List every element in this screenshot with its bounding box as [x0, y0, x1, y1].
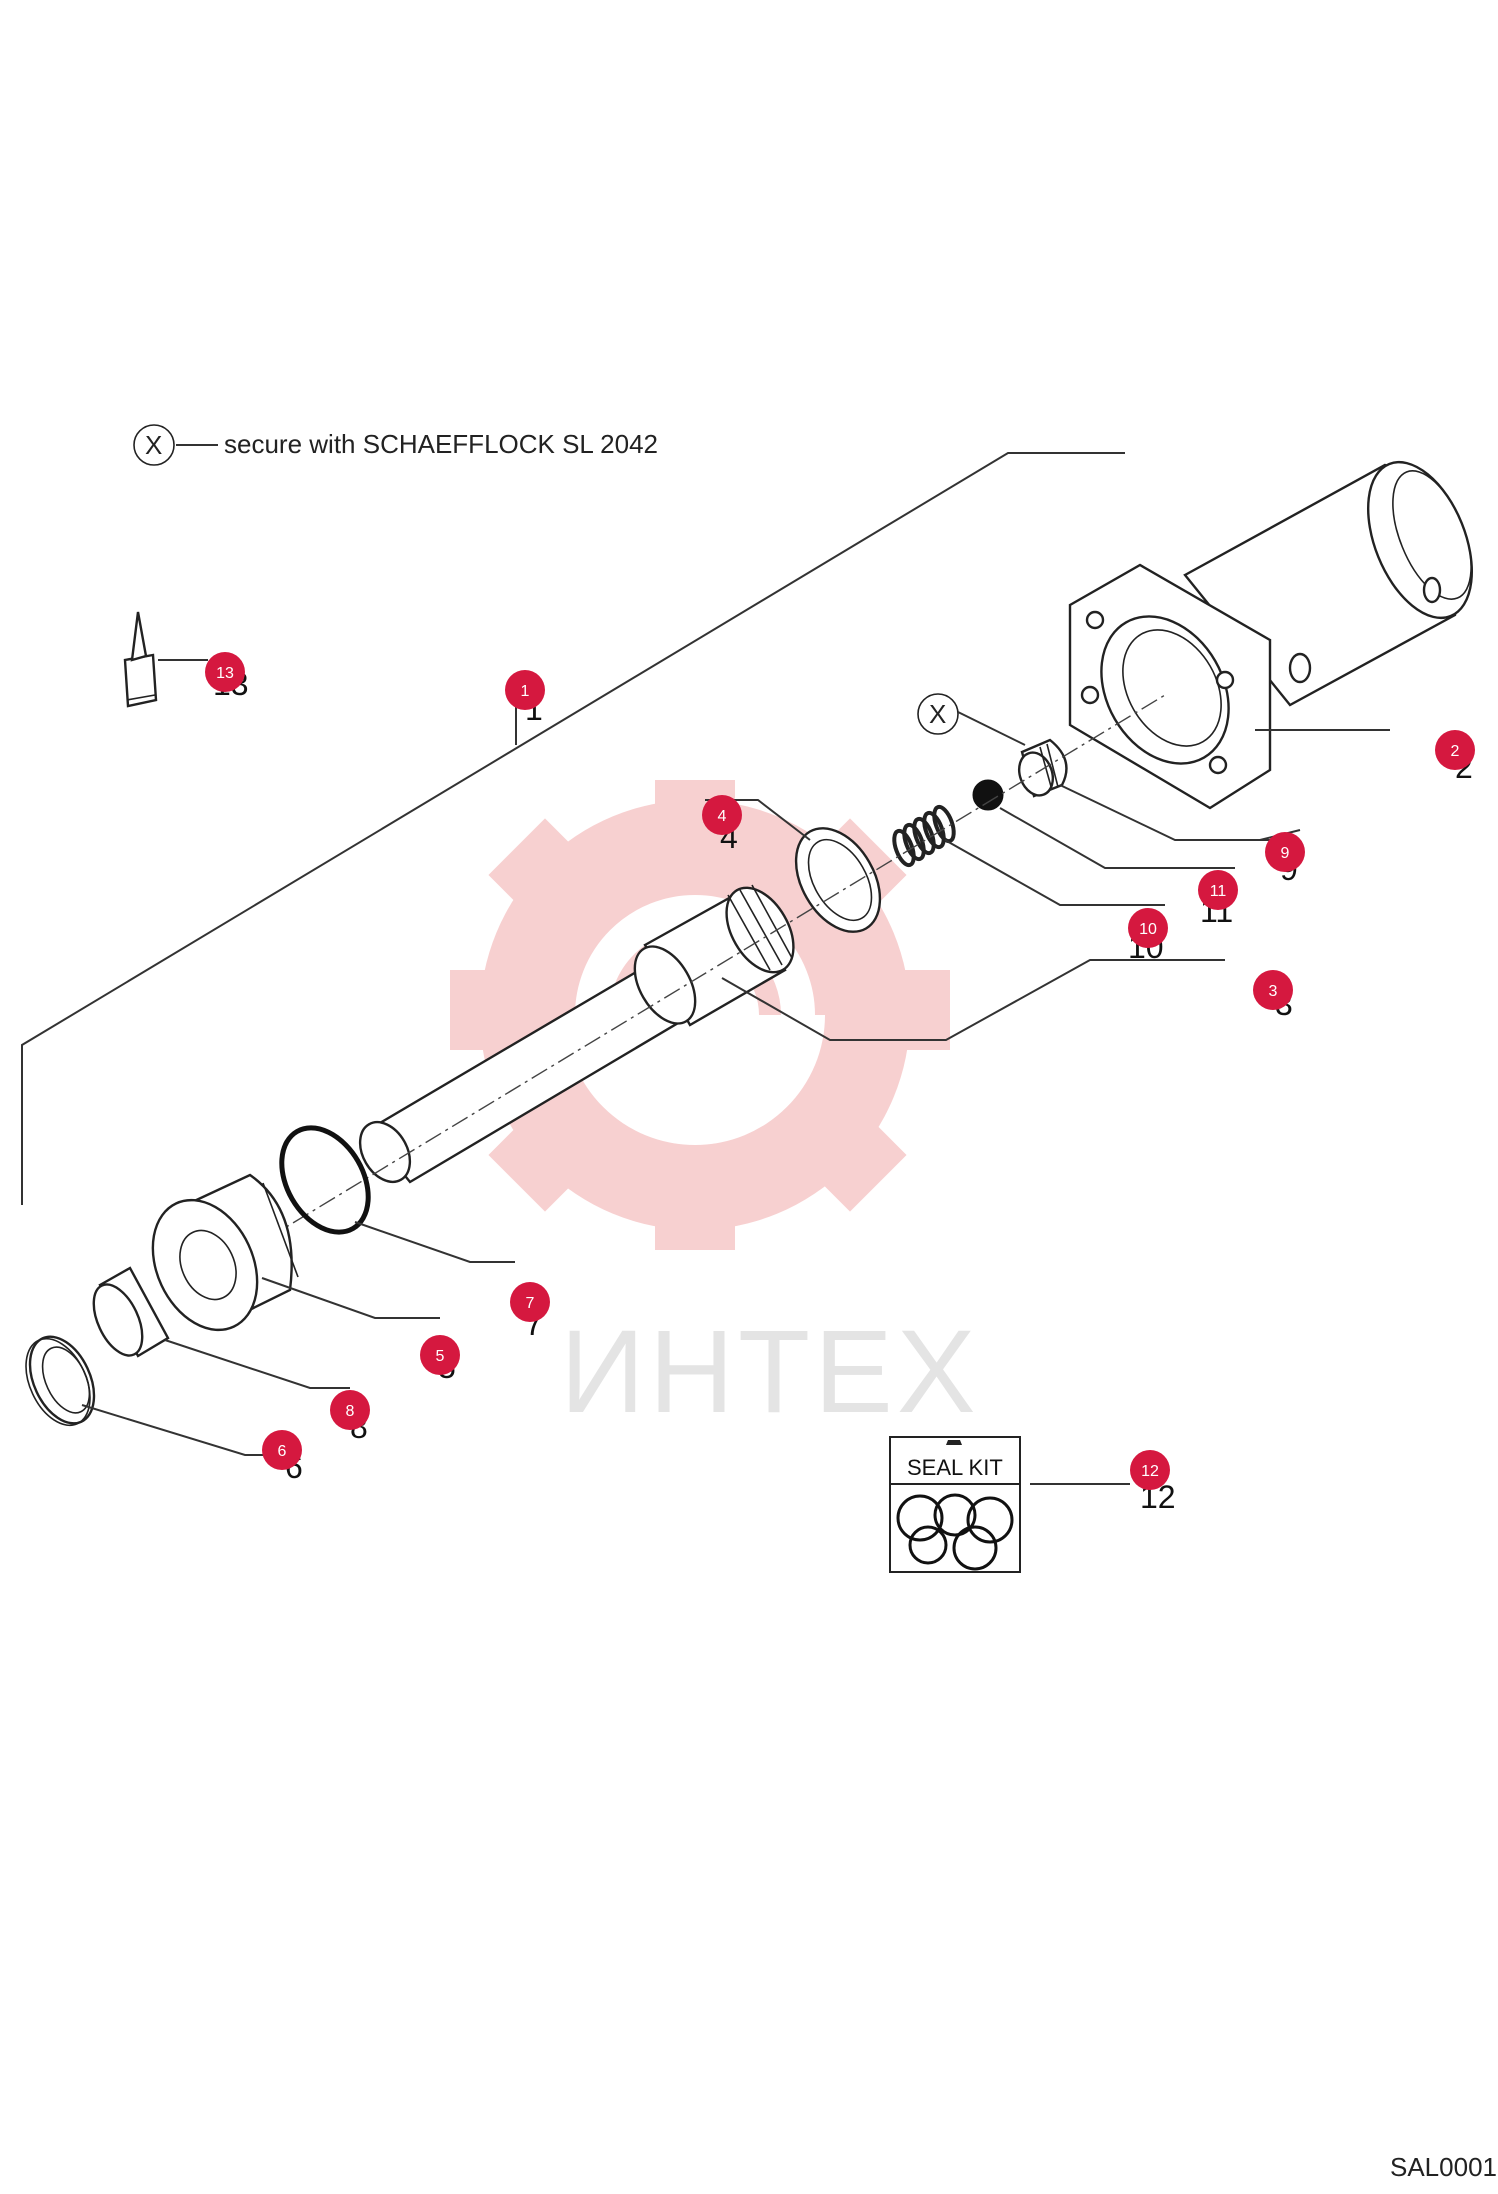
svg-text:9: 9 [1281, 845, 1290, 862]
svg-text:3: 3 [1269, 983, 1278, 1000]
svg-text:1: 1 [521, 683, 530, 700]
svg-text:8: 8 [346, 1403, 355, 1420]
threadlock-tube [123, 611, 158, 708]
seal-kit-box: SEAL KIT [889, 1436, 1021, 1573]
svg-text:7: 7 [526, 1295, 535, 1312]
callout-badge-2[interactable]: 2 [1435, 730, 1475, 770]
watermark-text: ИНТЕХ [560, 1306, 980, 1438]
legend-x-symbol-circle [133, 424, 175, 466]
spring [892, 804, 956, 868]
callout-badge-9[interactable]: 9 [1265, 832, 1305, 872]
leader-11 [999, 807, 1235, 869]
callout-badge-11[interactable]: 11 [1198, 870, 1238, 910]
legend-x-symbol: X [145, 430, 162, 460]
leader-7 [354, 1221, 515, 1263]
legend: X secure with SCHAEFFLOCK SL 2042 [133, 424, 658, 466]
leader-9 [1059, 784, 1300, 841]
secure-x-symbol-circle [917, 693, 959, 735]
legend-text: secure with SCHAEFFLOCK SL 2042 [224, 429, 658, 459]
leader-3 [721, 959, 1225, 1041]
svg-text:13: 13 [216, 665, 234, 682]
secure-x-symbol: X [929, 699, 946, 729]
callout-badge-1[interactable]: 1 [505, 670, 545, 710]
callout-badge-7[interactable]: 7 [510, 1282, 550, 1322]
piston [358, 884, 795, 1184]
cylinder-housing [1068, 460, 1474, 810]
leader-5 [261, 1277, 440, 1319]
callout-badge-8[interactable]: 8 [330, 1390, 370, 1430]
seal-kit-label: SEAL KIT [907, 1455, 1003, 1480]
threaded-plug [1017, 738, 1068, 798]
secure-x-leader [957, 711, 1026, 746]
svg-text:5: 5 [436, 1348, 445, 1365]
callout-badge-12[interactable]: 12 [1130, 1450, 1170, 1490]
callout-badge-6[interactable]: 6 [262, 1430, 302, 1470]
assembly-bracket-line [21, 452, 1125, 1205]
svg-text:6: 6 [278, 1443, 287, 1460]
drawing-code: SAL000105 [1390, 2152, 1498, 2182]
svg-text:2: 2 [1451, 743, 1460, 760]
leader-10 [944, 839, 1165, 906]
callout-badge-3[interactable]: 3 [1253, 970, 1293, 1010]
gland-nut [151, 1173, 299, 1332]
callout-badge-4[interactable]: 4 [702, 795, 742, 835]
svg-text:11: 11 [1210, 883, 1227, 900]
center-axis [239, 694, 1166, 1256]
leader-8 [164, 1339, 350, 1389]
callout-badge-10[interactable]: 10 [1128, 908, 1168, 948]
o-ring [279, 1125, 371, 1235]
callout-badge-13[interactable]: 13 [205, 652, 245, 692]
bushing [92, 1266, 170, 1358]
svg-text:4: 4 [718, 808, 727, 825]
callout-badge-5[interactable]: 5 [420, 1335, 460, 1375]
svg-text:10: 10 [1139, 921, 1157, 938]
svg-text:12: 12 [1141, 1463, 1159, 1480]
check-ball [972, 779, 1004, 811]
wiper-ring [25, 1335, 96, 1427]
